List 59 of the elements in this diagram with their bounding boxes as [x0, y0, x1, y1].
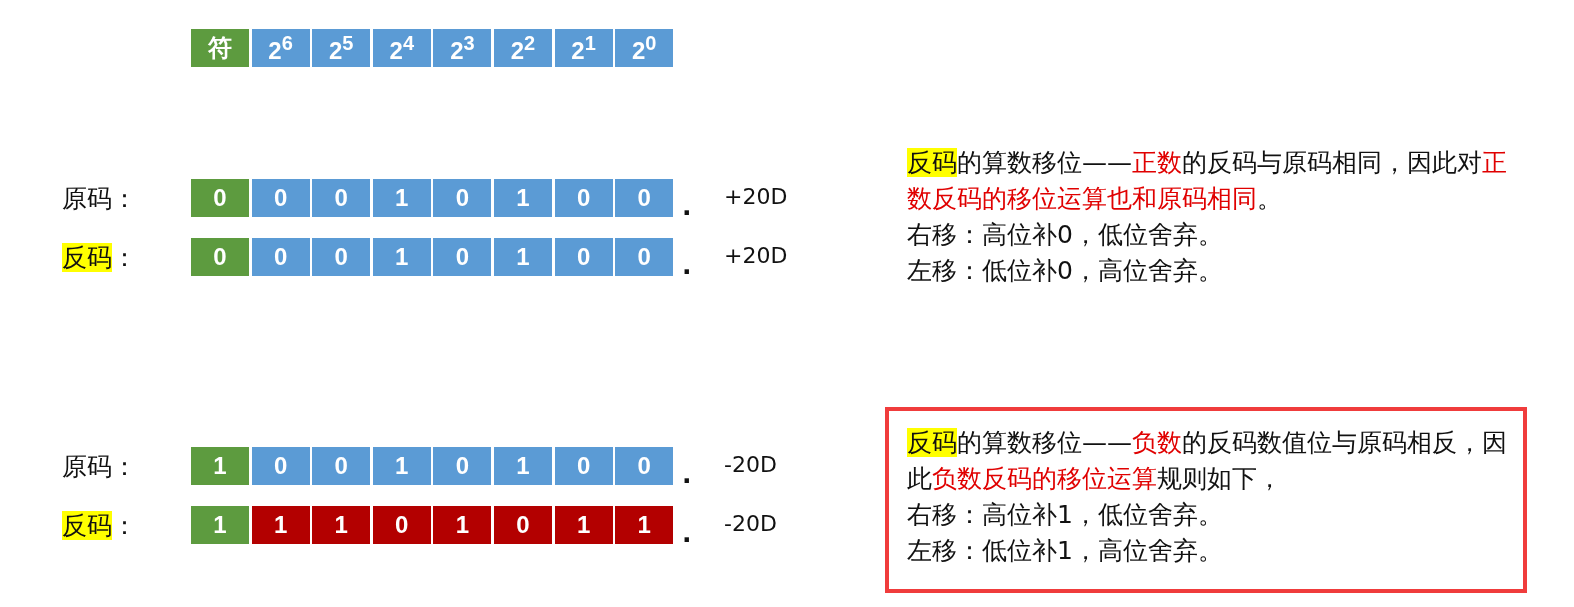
sign-bit-header: 符 — [190, 28, 250, 68]
bit-weight-header: 2$^{3}$ — [432, 28, 493, 68]
value-bit-cell: 1 — [493, 446, 553, 486]
value-bit-cell: 0 — [432, 446, 493, 486]
value-bit-cell: 0 — [493, 505, 553, 545]
value-bit-cell: 0 — [432, 237, 493, 277]
value-bit-cell: 1 — [432, 505, 493, 545]
value-bit-cell: 1 — [493, 237, 553, 277]
value-bit-cell: 0 — [553, 446, 614, 486]
decimal-value: +20D — [724, 243, 788, 268]
dot-mark: . — [682, 251, 692, 280]
dot-mark: . — [682, 192, 692, 221]
rule-text: 左移：低位补0，高位舍弃。 — [907, 255, 1224, 287]
value-bit-cell: 1 — [614, 505, 675, 545]
value-bit-cell: 1 — [371, 446, 432, 486]
value-bit-cell: 0 — [250, 446, 311, 486]
rule-text: 右移：高位补1，低位舍弃。 — [907, 499, 1224, 531]
sign-bit-cell: 0 — [190, 178, 250, 218]
value-bit-cell: 1 — [553, 505, 614, 545]
value-bit-cell: 0 — [614, 446, 675, 486]
value-bit-cell: 1 — [371, 237, 432, 277]
bit-weight-header: 2$^{5}$ — [311, 28, 372, 68]
dot-mark: . — [682, 519, 692, 548]
row-label: 原码： — [62, 183, 137, 215]
value-bit-cell: 0 — [311, 178, 372, 218]
bit-weight-header: 2$^{6}$ — [250, 28, 311, 68]
row-label: 反码： — [62, 510, 137, 542]
value-bit-cell: 0 — [614, 237, 675, 277]
decimal-value: -20D — [724, 452, 777, 477]
value-bit-cell: 1 — [311, 505, 372, 545]
value-bit-cell: 0 — [553, 237, 614, 277]
decimal-value: -20D — [724, 511, 777, 536]
dot-mark: . — [682, 460, 692, 489]
sign-bit-cell: 1 — [190, 446, 250, 486]
rule-text: 右移：高位补0，低位舍弃。 — [907, 219, 1224, 251]
rule-text: 反码的算数移位——正数的反码与原码相同，因此对正数反码的移位运算也和原码相同。 — [907, 147, 1507, 215]
value-bit-cell: 1 — [493, 178, 553, 218]
value-bit-cell: 0 — [250, 237, 311, 277]
bit-weight-header: 2$^{0}$ — [614, 28, 675, 68]
value-bit-cell: 1 — [250, 505, 311, 545]
value-bit-cell: 0 — [250, 178, 311, 218]
value-bit-cell: 0 — [432, 178, 493, 218]
value-bit-cell: 0 — [614, 178, 675, 218]
value-bit-cell: 0 — [311, 446, 372, 486]
value-bit-cell: 0 — [311, 237, 372, 277]
bit-weight-header: 2$^{1}$ — [553, 28, 614, 68]
sign-bit-cell: 0 — [190, 237, 250, 277]
decimal-value: +20D — [724, 184, 788, 209]
bit-weight-header: 2$^{4}$ — [371, 28, 432, 68]
highlight-frame — [885, 407, 1527, 593]
sign-bit-cell: 1 — [190, 505, 250, 545]
value-bit-cell: 0 — [371, 505, 432, 545]
value-bit-cell: 0 — [553, 178, 614, 218]
rule-text: 左移：低位补1，高位舍弃。 — [907, 535, 1224, 567]
row-label: 反码： — [62, 242, 137, 274]
bit-weight-header: 2$^{2}$ — [493, 28, 553, 68]
rule-text: 反码的算数移位——负数的反码数值位与原码相反，因此负数反码的移位运算规则如下， — [907, 427, 1507, 495]
row-label: 原码： — [62, 451, 137, 483]
value-bit-cell: 1 — [371, 178, 432, 218]
